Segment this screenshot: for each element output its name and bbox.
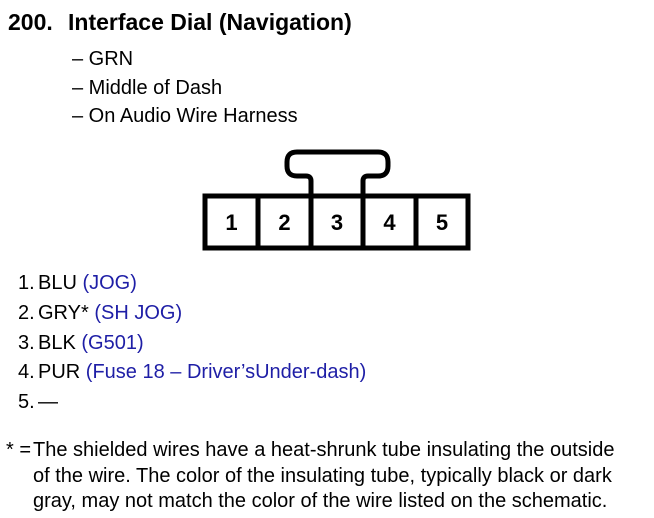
footnote-marker: * = — [6, 439, 32, 461]
connector-diagram: 1 2 3 4 5 — [202, 149, 471, 251]
wire-reference-link[interactable]: (JOG) — [82, 272, 137, 294]
shielded-wire-footnote: * = The shielded wires have a heat-shrun… — [6, 438, 614, 515]
detail-list: – GRN – Middle of Dash – On Audio Wire H… — [72, 45, 298, 131]
footnote-line: of the wire. The color of the insulating… — [33, 464, 612, 487]
wire-color-label: BLU — [38, 272, 77, 294]
connector-pin-1-label: 1 — [225, 210, 237, 235]
connector-body — [202, 193, 471, 251]
detail-item-location: – Middle of Dash — [72, 76, 223, 99]
pin-row-3: 3.BLK (G501) — [0, 329, 366, 359]
pin-number: 4. — [18, 361, 35, 384]
pin-row-1: 1.BLU (JOG) — [0, 269, 366, 299]
footnote-text: The shielded wires have a heat-shrunk tu… — [33, 438, 614, 515]
pin-row-5: 5.— — [0, 388, 366, 418]
pin-assignment-list: 1.BLU (JOG) 2.GRY* (SH JOG) 3.BLK (G501)… — [0, 269, 366, 418]
footnote-line: gray, may not match the color of the wir… — [33, 490, 608, 512]
wire-color-label: GRY* — [38, 301, 89, 324]
wire-color-label: BLK — [38, 331, 76, 354]
section-header: 200. Interface Dial (Navigation) — [8, 9, 352, 36]
wire-reference-link[interactable]: (SH JOG) — [94, 301, 183, 324]
section-number: 200. — [8, 9, 53, 35]
pin-number: 3. — [18, 331, 35, 354]
wire-reference-link[interactable]: (Fuse 18 – Driver’sUnder-dash) — [85, 361, 367, 384]
connector-pin-5-label: 5 — [436, 210, 448, 235]
pin-row-2: 2.GRY* (SH JOG) — [0, 299, 366, 329]
connector-pin-4-label: 4 — [383, 210, 396, 235]
pin-row-4: 4.PUR (Fuse 18 – Driver’sUnder-dash) — [0, 358, 366, 388]
connector-pin-2-label: 2 — [278, 210, 290, 235]
pin-number: 1. — [18, 272, 35, 294]
wire-color-label: PUR — [38, 361, 81, 384]
detail-item-harness: – On Audio Wire Harness — [72, 105, 298, 128]
pin-number: 5. — [18, 391, 35, 414]
wire-color-label: — — [38, 391, 58, 414]
page-title: Interface Dial (Navigation) — [68, 9, 352, 35]
footnote-line: The shielded wires have a heat-shrunk tu… — [33, 439, 615, 461]
connector-pin-3-label: 3 — [331, 210, 343, 235]
pin-number: 2. — [18, 301, 35, 324]
wire-reference-link[interactable]: (G501) — [81, 331, 144, 354]
detail-item-wire-color: – GRN — [72, 48, 134, 70]
connector-latch-tab — [284, 149, 391, 196]
